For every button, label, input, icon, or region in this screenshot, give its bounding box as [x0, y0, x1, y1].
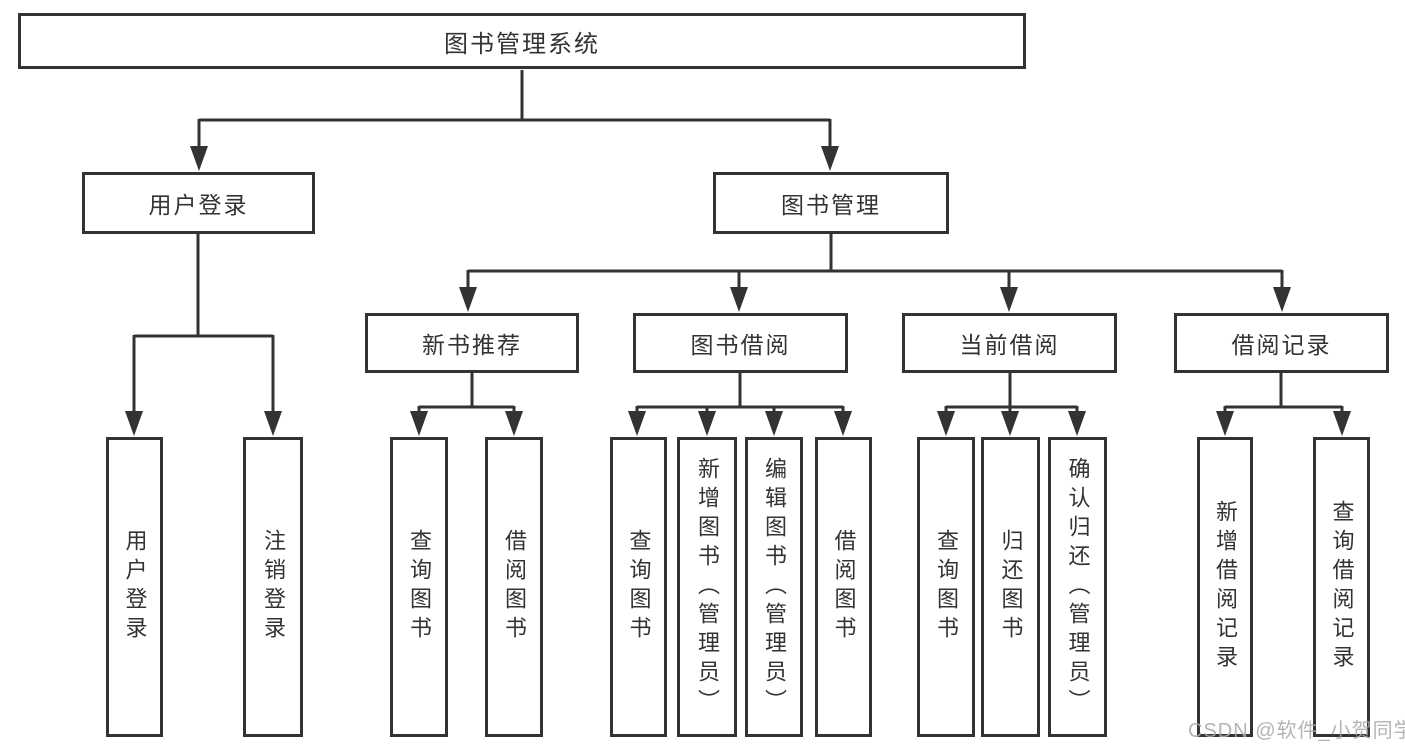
node-book-management-label: 图书管理: [781, 192, 881, 218]
node-borrow-records: 借阅记录: [1174, 313, 1389, 373]
leaf-confirm-return-admin-label: 确认归还（管理员）: [1065, 456, 1091, 718]
connector-book-borrow: [635, 372, 845, 414]
leaf-recommend-borrow-books-label: 借阅图书: [502, 529, 527, 645]
node-borrow-records-label: 借阅记录: [1231, 332, 1332, 358]
leaf-query-borrow-record: 查询借阅记录: [1313, 437, 1370, 737]
leaf-recommend-query-books-label: 查询图书: [407, 529, 432, 645]
leaf-user-login-label: 用户登录: [122, 529, 148, 645]
leaf-borrow-books: 借阅图书: [815, 437, 872, 737]
leaf-recommend-borrow-books: 借阅图书: [485, 437, 543, 737]
leaf-borrow-query-books: 查询图书: [610, 437, 667, 737]
leaf-return-books: 归还图书: [981, 437, 1040, 737]
leaf-edit-books-admin: 编辑图书（管理员）: [745, 437, 803, 737]
arrowheads: [125, 146, 1351, 436]
node-new-book-recommend-label: 新书推荐: [422, 332, 522, 358]
leaf-edit-books-admin-label: 编辑图书（管理员）: [762, 456, 787, 718]
connector-borrow-records: [1223, 372, 1344, 414]
node-library-management-system-label: 图书管理系统: [444, 30, 600, 58]
leaf-current-query-books-label: 查询图书: [934, 529, 959, 645]
leaf-add-books-admin: 新增图书（管理员）: [677, 437, 737, 737]
node-library-management-system: 图书管理系统: [18, 13, 1026, 69]
leaf-return-books-label: 归还图书: [998, 529, 1024, 645]
leaf-logout: 注销登录: [243, 437, 303, 737]
leaf-borrow-query-books-label: 查询图书: [626, 529, 652, 645]
connector-new-book-recommend: [417, 372, 516, 414]
leaf-logout-label: 注销登录: [261, 529, 286, 645]
connector-user-login: [132, 233, 275, 414]
node-book-borrow: 图书借阅: [633, 313, 848, 373]
leaf-user-login: 用户登录: [106, 437, 163, 737]
leaf-add-borrow-record-label: 新增借阅记录: [1213, 500, 1238, 674]
leaf-current-query-books: 查询图书: [917, 437, 975, 737]
leaf-add-borrow-record: 新增借阅记录: [1197, 437, 1253, 737]
watermark: CSDN @软件_小贺同学: [1188, 720, 1405, 742]
node-new-book-recommend: 新书推荐: [365, 313, 579, 373]
node-book-borrow-label: 图书借阅: [690, 332, 791, 358]
leaf-query-borrow-record-label: 查询借阅记录: [1329, 500, 1355, 674]
connector-root: [197, 70, 832, 150]
leaf-recommend-query-books: 查询图书: [390, 437, 448, 737]
leaf-add-books-admin-label: 新增图书（管理员）: [695, 456, 720, 718]
connector-current-borrow: [944, 372, 1079, 414]
node-current-borrow-label: 当前借阅: [959, 332, 1060, 358]
connector-book-management: [466, 233, 1284, 290]
node-current-borrow: 当前借阅: [902, 313, 1117, 373]
node-user-login-label: 用户登录: [148, 192, 249, 218]
leaf-confirm-return-admin: 确认归还（管理员）: [1048, 437, 1107, 737]
node-user-login: 用户登录: [82, 172, 315, 234]
node-book-management: 图书管理: [713, 172, 949, 234]
leaf-borrow-books-label: 借阅图书: [831, 529, 857, 645]
